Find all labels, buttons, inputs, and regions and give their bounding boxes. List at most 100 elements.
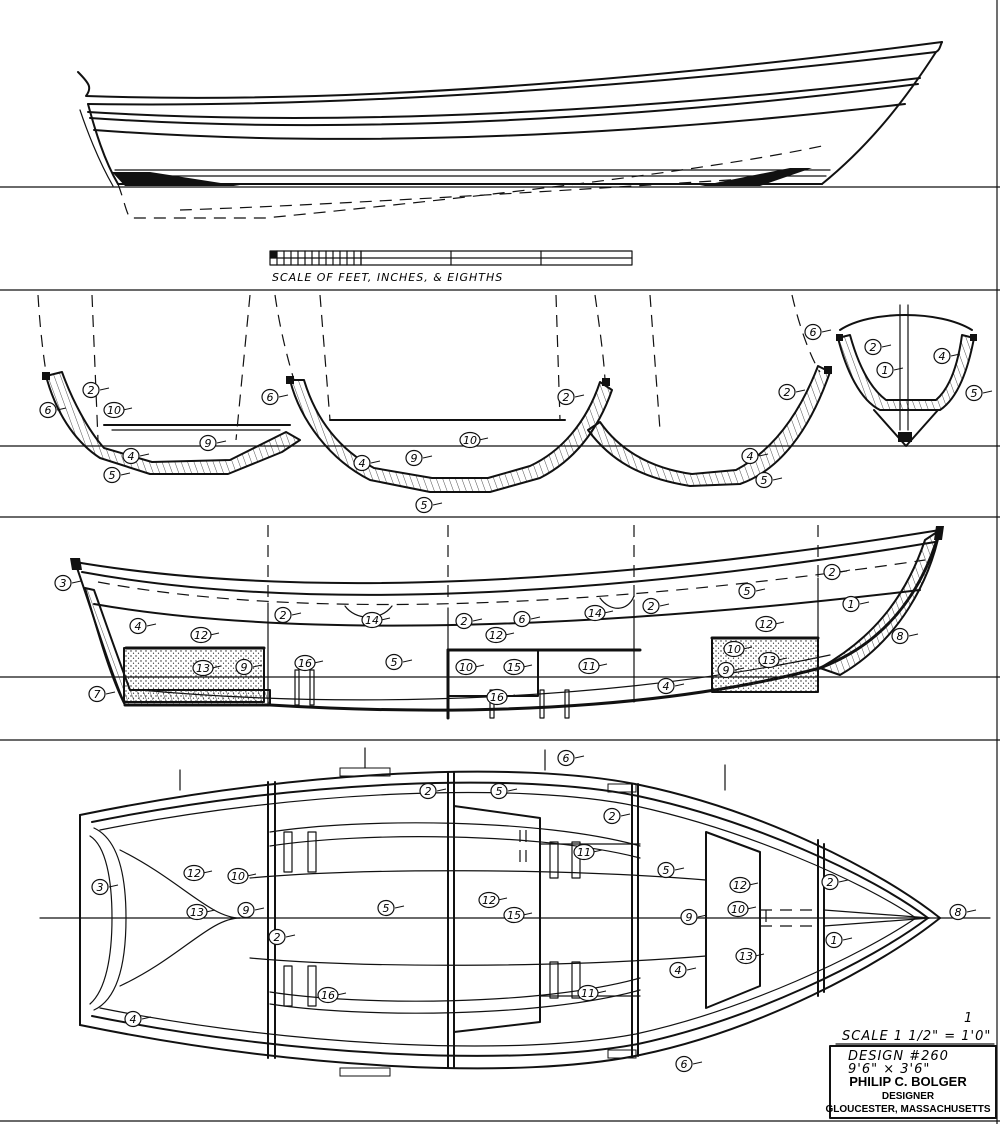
part-callout-number: 5 — [496, 785, 503, 798]
part-callout: 5 — [965, 384, 993, 402]
part-callout: 15 — [503, 906, 533, 924]
part-callout-number: 13 — [190, 906, 204, 919]
part-callout-number: 9 — [411, 452, 418, 465]
part-callout-number: 4 — [130, 1013, 137, 1026]
part-callout-number: 16 — [490, 691, 504, 704]
part-callout: 16 — [294, 654, 324, 672]
part-callout-number: 9 — [686, 911, 693, 924]
part-callout: 9 — [680, 908, 708, 926]
part-callout: 2 — [778, 383, 806, 401]
part-callout: 12 — [485, 626, 515, 644]
part-callout-number: 1 — [831, 934, 838, 947]
part-callout: 16 — [317, 986, 347, 1004]
drawing-scale-note: SCALE 1 1/2" = 1'0" — [842, 1029, 991, 1044]
part-callout-number: 14 — [588, 607, 602, 620]
section-views — [0, 294, 1000, 493]
part-callout: 13 — [758, 651, 788, 669]
part-callout-number: 16 — [298, 657, 312, 670]
part-callout-number: 6 — [45, 404, 52, 417]
part-callout-number: 5 — [109, 469, 116, 482]
part-callout-number: 2 — [609, 810, 616, 823]
part-callout-number: 6 — [810, 326, 817, 339]
part-callout-number: 12 — [187, 867, 201, 880]
sheet-mark: 1 — [964, 1011, 973, 1026]
inboard-profile-view — [0, 525, 1000, 720]
part-callout: 12 — [729, 876, 759, 894]
part-callout: 5 — [657, 861, 685, 879]
part-callout-number: 4 — [675, 964, 682, 977]
sheer-profile-view — [77, 41, 943, 219]
part-callout: 2 — [821, 873, 849, 891]
part-callout: 4 — [129, 617, 157, 635]
part-callout-number: 6 — [681, 1058, 688, 1071]
part-callout-number: 13 — [196, 662, 210, 675]
part-callout-number: 3 — [60, 577, 67, 590]
part-callout-number: 6 — [267, 391, 274, 404]
part-callout: 12 — [755, 615, 785, 633]
part-callout-number: 5 — [383, 902, 390, 915]
part-callout-number: 10 — [231, 870, 245, 883]
part-callout-number: 2 — [784, 386, 791, 399]
part-callout: 11 — [577, 984, 607, 1002]
part-callout: 1 — [825, 931, 853, 949]
part-callout-number: 4 — [747, 450, 754, 463]
part-callout: 11 — [578, 657, 608, 675]
part-callout: 8 — [891, 627, 919, 645]
part-callout-number: 2 — [280, 609, 287, 622]
part-callout: 2 — [419, 782, 447, 800]
part-callout: 9 — [405, 449, 433, 467]
part-callout: 12 — [190, 626, 220, 644]
part-callout-number: 13 — [739, 950, 753, 963]
scale-bar-caption: SCALE OF FEET, INCHES, & EIGHTHS — [272, 271, 503, 284]
part-callout-number: 12 — [489, 629, 503, 642]
designer-name: PHILIP C. BOLGER — [849, 1074, 967, 1089]
part-callout-number: 2 — [829, 566, 836, 579]
part-callout-number: 4 — [135, 620, 142, 633]
part-callout: 4 — [353, 454, 381, 472]
part-callout: 13 — [192, 659, 222, 677]
part-callout: 4 — [669, 961, 697, 979]
part-callout-number: 8 — [897, 630, 904, 643]
part-callout: 2 — [82, 381, 110, 399]
part-callout: 4 — [122, 447, 150, 465]
plan-view — [39, 747, 991, 1077]
part-callout-number: 5 — [971, 387, 978, 400]
part-callout: 9 — [237, 901, 265, 919]
designer-role: DESIGNER — [882, 1091, 935, 1102]
part-callout: 10 — [727, 900, 757, 918]
part-callout-number: 16 — [321, 989, 335, 1002]
part-callout: 2 — [557, 388, 585, 406]
part-callout: 14 — [361, 611, 391, 629]
part-callout-number: 2 — [274, 931, 281, 944]
part-callout-number: 10 — [459, 661, 473, 674]
part-callout: 12 — [183, 864, 213, 882]
part-callout: 6 — [675, 1055, 703, 1073]
part-callout-number: 2 — [648, 600, 655, 613]
part-callout: 4 — [741, 447, 769, 465]
part-callout: 2 — [455, 612, 483, 630]
part-callout-number: 4 — [663, 680, 670, 693]
part-callout: 2 — [603, 807, 631, 825]
part-callout: 2 — [268, 928, 296, 946]
part-callout-number: 2 — [88, 384, 95, 397]
part-callout-number: 2 — [827, 876, 834, 889]
part-callout: 11 — [573, 843, 603, 861]
part-callout-number: 10 — [463, 434, 477, 447]
part-callout-number: 5 — [421, 499, 428, 512]
part-callout-number: 5 — [744, 585, 751, 598]
part-callout-number: 5 — [663, 864, 670, 877]
part-callout-number: 2 — [870, 341, 877, 354]
title-block: DESIGN #260 9'6" × 3'6" PHILIP C. BOLGER… — [825, 1045, 997, 1119]
part-callout: 5 — [738, 582, 766, 600]
part-callout: 9 — [235, 658, 263, 676]
part-callout: 6 — [557, 749, 585, 767]
part-callout: 10 — [227, 867, 257, 885]
part-callout-number: 13 — [762, 654, 776, 667]
part-callout: 6 — [261, 388, 289, 406]
design-number: DESIGN #260 — [848, 1049, 949, 1064]
designer-location: GLOUCESTER, MASSACHUSETTS — [825, 1104, 990, 1115]
part-callout-number: 12 — [482, 894, 496, 907]
